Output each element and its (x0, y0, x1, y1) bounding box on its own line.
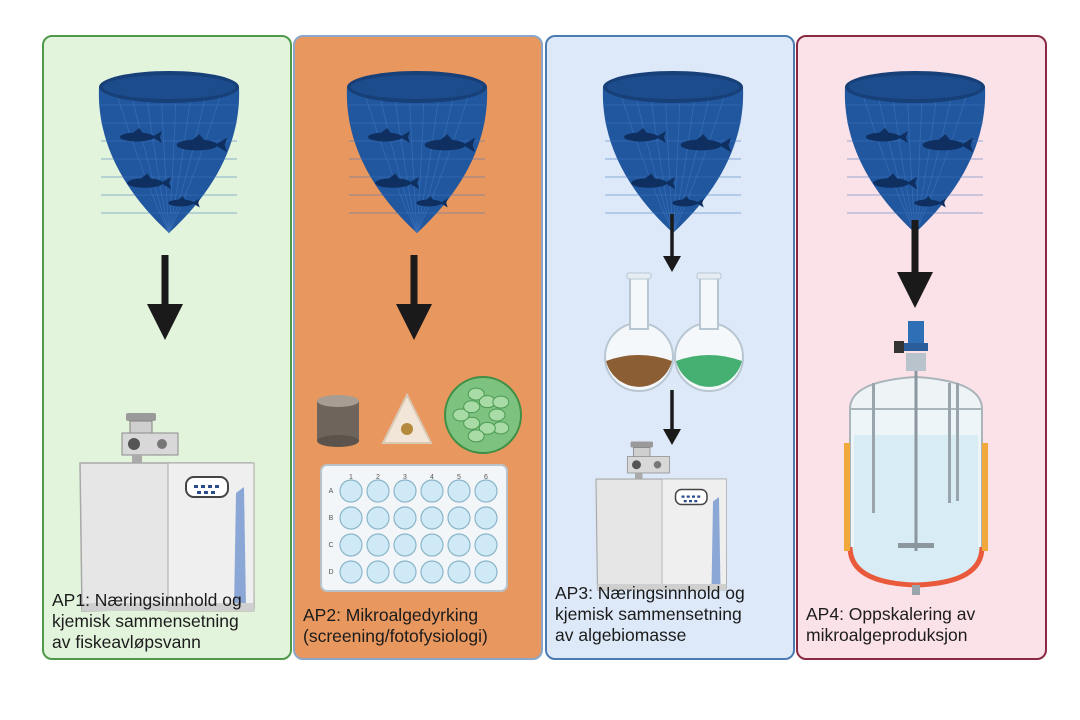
panel-ap3-caption: AP3: Næringsinnhold og kjemisk sammenset… (555, 583, 745, 645)
well-plate-column-label: 1 (349, 474, 353, 481)
well-plate-column-label: 5 (457, 474, 461, 481)
well-plate-icon: 1 2 3 4 5 6A B C D (320, 464, 508, 592)
panel-ap1-artwork (79, 71, 255, 612)
arrow-down-icon (897, 220, 933, 308)
fish-tank-icon (844, 71, 986, 234)
well-plate-column-label: 3 (403, 474, 407, 481)
panel-ap3-artwork (595, 71, 744, 591)
panel-ap2-caption: AP2: Mikroalgedyrking (screening/fotofys… (303, 605, 488, 646)
panel-ap4: AP4: Oppskalering av mikroalgeproduksjon (796, 35, 1047, 660)
flask-green-icon (674, 272, 744, 392)
panel-ap1: AP1: Næringsinnhold og kjemisk sammenset… (42, 35, 292, 660)
well-plate-row-label: B (329, 515, 334, 522)
fish-tank-icon (602, 71, 744, 234)
bioreactor-icon (844, 321, 988, 595)
panel-ap2-artwork: 1 2 3 4 5 6A B C D (317, 71, 522, 592)
arrow-down-icon (147, 255, 183, 340)
well-plate-column-label: 4 (430, 474, 434, 481)
well-plate-row-label: A (329, 488, 334, 495)
cylinder-alga-icon (317, 395, 359, 447)
analyzer-icon (595, 441, 728, 591)
panel-ap3: AP3: Næringsinnhold og kjemisk sammenset… (545, 35, 795, 660)
panel-ap1-caption: AP1: Næringsinnhold og kjemisk sammenset… (52, 590, 242, 652)
fish-tank-icon (346, 71, 488, 234)
triangle-alga-icon (381, 392, 433, 444)
arrow-down-icon (663, 390, 681, 445)
fish-tank-icon (98, 71, 240, 234)
analyzer-icon (79, 413, 255, 612)
panel-ap4-artwork (844, 71, 988, 595)
flask-brown-icon (604, 272, 674, 392)
panel-ap4-caption: AP4: Oppskalering av mikroalgeproduksjon (806, 604, 976, 645)
well-plate-column-label: 2 (376, 474, 380, 481)
well-plate-row-label: D (328, 569, 333, 576)
well-plate-column-label: 6 (484, 474, 488, 481)
arrow-down-icon (663, 214, 681, 272)
round-alga-icon (444, 376, 522, 454)
arrow-down-icon (396, 255, 432, 340)
well-plate-row-label: C (328, 542, 333, 549)
